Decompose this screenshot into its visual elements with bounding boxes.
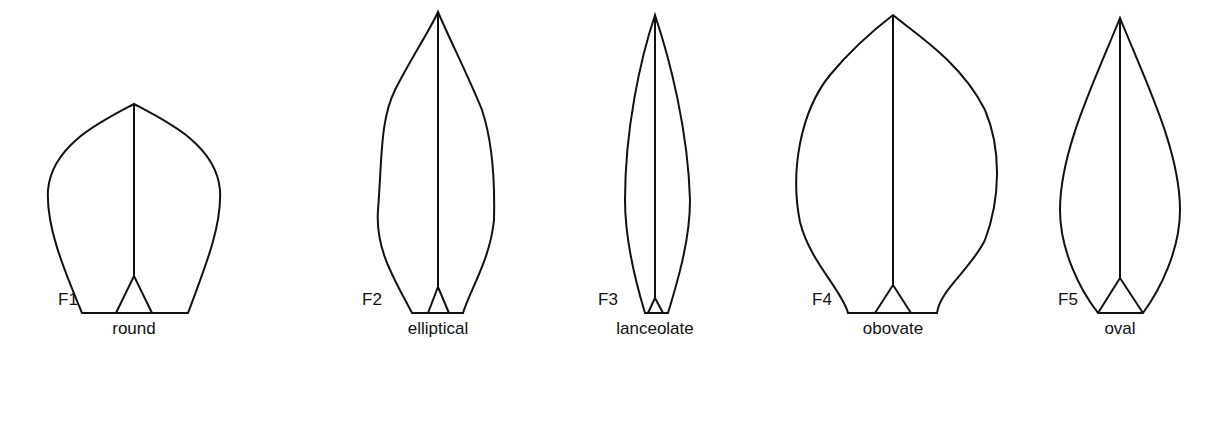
figure-number: F1 — [58, 291, 78, 310]
figure-number: F2 — [362, 291, 382, 310]
shape-name: elliptical — [408, 320, 468, 339]
petal-oval — [1060, 18, 1180, 313]
shape-name: oval — [1104, 320, 1135, 339]
figure-number: F4 — [812, 291, 832, 310]
petal-lanceolate — [625, 15, 690, 313]
petal-round — [48, 104, 220, 313]
figure-number: F5 — [1058, 291, 1078, 310]
petal-elliptical — [378, 12, 494, 313]
figure-number: F3 — [598, 291, 618, 310]
petal-obovate — [796, 15, 997, 313]
shape-name: obovate — [863, 320, 924, 339]
shape-name: lanceolate — [616, 320, 694, 339]
shape-name: round — [112, 320, 155, 339]
